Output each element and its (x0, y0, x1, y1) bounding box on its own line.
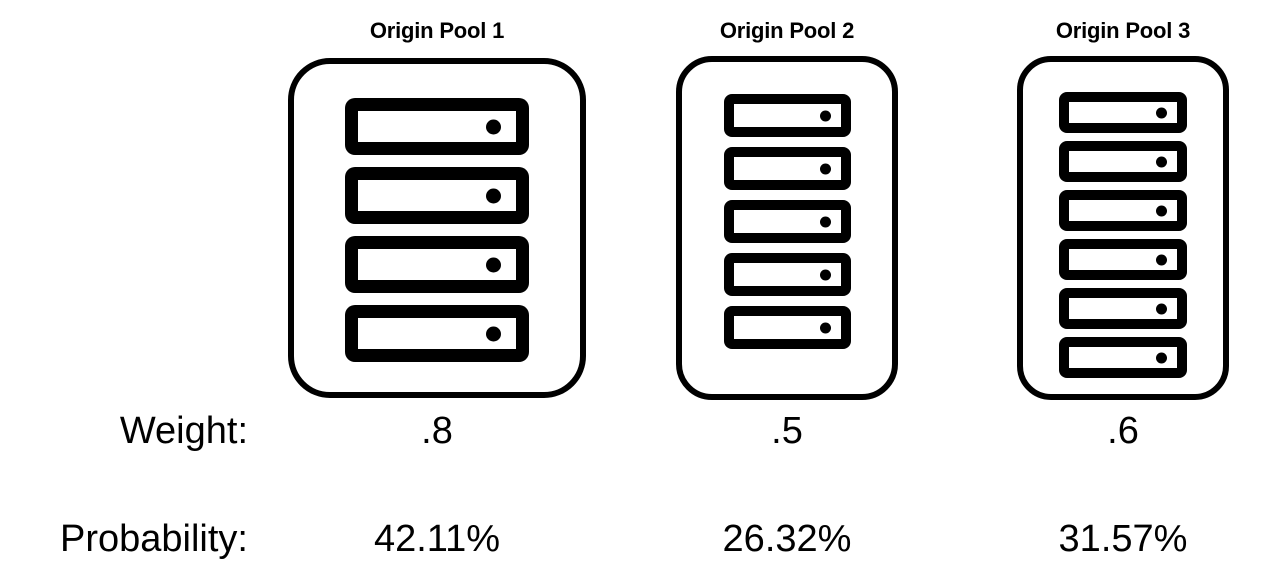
probability-row-label: Probability: (60, 518, 248, 560)
server-face (733, 316, 841, 339)
server-rack-icon[interactable] (723, 253, 851, 296)
pool-container-2[interactable] (676, 56, 898, 400)
server-rack-icon[interactable] (1059, 190, 1187, 231)
server-led-icon (486, 257, 501, 272)
server-rack-icon[interactable] (1059, 239, 1187, 280)
server-stack-1 (294, 98, 580, 362)
server-led-icon (1156, 156, 1167, 167)
server-rack-icon[interactable] (723, 306, 851, 349)
weight-value-pool-3: .6 (1107, 410, 1139, 452)
server-led-icon (1156, 205, 1167, 216)
server-led-icon (819, 216, 831, 227)
server-led-icon (486, 119, 501, 134)
probability-value-pool-2: 26.32% (722, 518, 852, 560)
server-led-icon (1156, 303, 1167, 314)
server-led-icon (1156, 254, 1167, 265)
server-rack-icon[interactable] (723, 94, 851, 137)
pool-title-3: Origin Pool 3 (1055, 18, 1191, 43)
pool-container-3[interactable] (1017, 56, 1229, 400)
server-rack-icon[interactable] (1059, 288, 1187, 329)
server-face (1069, 249, 1177, 270)
server-face (733, 104, 841, 127)
server-face (1069, 102, 1177, 123)
server-rack-icon[interactable] (1059, 337, 1187, 378)
probability-value-pool-1: 42.11% (373, 518, 501, 560)
server-led-icon (819, 322, 831, 333)
pool-title-1: Origin Pool 1 (369, 18, 505, 43)
weight-value-pool-2: .5 (771, 410, 803, 452)
server-led-icon (486, 326, 501, 341)
weight-row-label: Weight: (119, 410, 248, 452)
server-rack-icon[interactable] (345, 236, 529, 293)
server-face (1069, 298, 1177, 319)
weight-value-pool-1: .8 (421, 410, 453, 452)
server-led-icon (819, 269, 831, 280)
server-rack-icon[interactable] (345, 98, 529, 155)
server-face (1069, 151, 1177, 172)
server-rack-icon[interactable] (1059, 92, 1187, 133)
server-rack-icon[interactable] (723, 200, 851, 243)
server-led-icon (819, 110, 831, 121)
pool-container-1[interactable] (288, 58, 586, 398)
probability-value-pool-3: 31.57% (1058, 518, 1188, 560)
server-face (733, 157, 841, 180)
server-stack-3 (1023, 92, 1223, 378)
server-led-icon (1156, 352, 1167, 363)
server-led-icon (819, 163, 831, 174)
server-face (1069, 347, 1177, 368)
server-led-icon (486, 188, 501, 203)
server-led-icon (1156, 107, 1167, 118)
server-stack-2 (682, 94, 892, 349)
server-rack-icon[interactable] (723, 147, 851, 190)
server-face (733, 210, 841, 233)
server-rack-icon[interactable] (1059, 141, 1187, 182)
server-face (733, 263, 841, 286)
pool-title-2: Origin Pool 2 (719, 18, 855, 43)
server-face (1069, 200, 1177, 221)
server-rack-icon[interactable] (345, 305, 529, 362)
server-rack-icon[interactable] (345, 167, 529, 224)
